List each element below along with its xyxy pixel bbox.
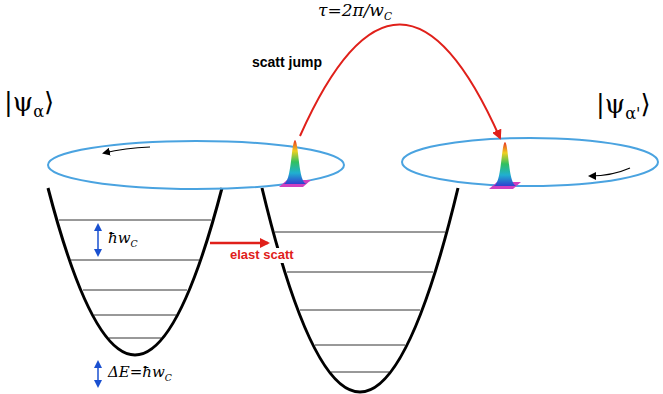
label-text: ⟩: [44, 87, 54, 117]
label-text: ΔE=ħw: [108, 363, 165, 381]
right-orbit: [402, 138, 658, 186]
spacing-arrow: [97, 362, 99, 386]
right-levels: [275, 232, 445, 372]
label-text: scatt jump: [252, 54, 322, 70]
jump-label: scatt jump: [250, 54, 324, 70]
state-label: |ψα'⟩: [596, 90, 651, 124]
label-text: ħw: [108, 229, 131, 247]
subscript: C: [131, 238, 138, 249]
label-text: |ψ: [4, 87, 33, 117]
rotation-arrow: [590, 168, 630, 176]
left-orbit: [48, 141, 344, 189]
right-well: [262, 188, 458, 392]
subscript: C: [165, 372, 172, 383]
subscript: C: [384, 10, 392, 22]
rotation-arrow: [104, 147, 150, 153]
period-label: τ=2π/wC: [316, 1, 394, 23]
left-levels: [59, 220, 211, 338]
label-text: τ=2π/w: [318, 0, 384, 20]
label-text: ⟩: [640, 89, 650, 119]
scatter-label: elast scatt: [228, 248, 296, 263]
left-well: [48, 188, 222, 355]
subscript: α': [625, 104, 640, 123]
wave-packet: [279, 140, 311, 187]
wave-packet: [489, 142, 521, 189]
spacing-arrow: [97, 225, 99, 255]
spacing-label: ħwC: [108, 230, 138, 250]
label-text: |ψ: [596, 89, 625, 119]
scatter-jump-arc: [300, 24, 500, 138]
energy-gap-label: ΔE=ħwC: [108, 364, 172, 384]
elastic-scatter-arrow: [210, 242, 268, 245]
state-label: |ψα⟩: [4, 88, 54, 122]
subscript: α: [33, 102, 44, 121]
label-text: elast scatt: [230, 247, 294, 262]
